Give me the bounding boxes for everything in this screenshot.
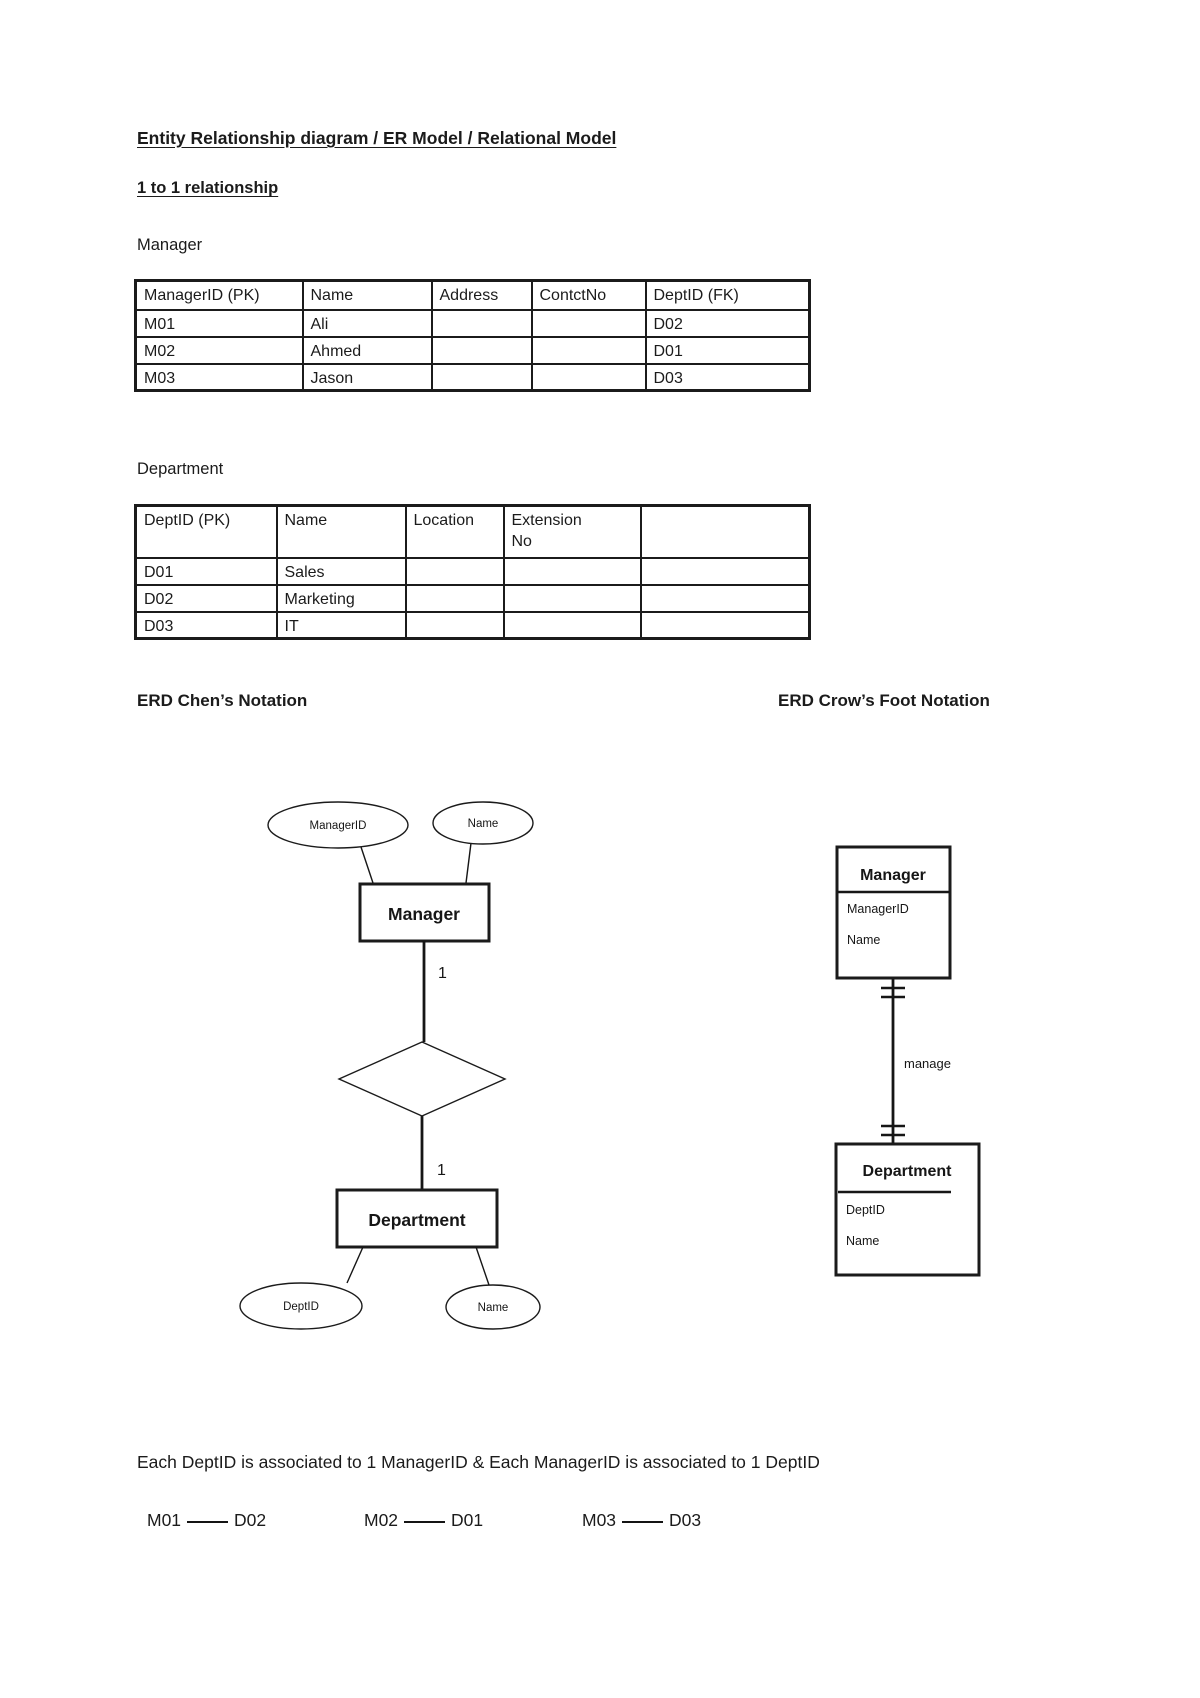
table-cell: M03 [134,362,304,392]
crow-department-attr-name: Name [846,1234,879,1248]
table-cell [502,610,642,640]
table-cell: M02 [134,335,304,365]
chen-notation-heading: ERD Chen’s Notation [137,691,308,710]
department-cardinality-label: 1 [437,1162,446,1179]
mapping-from-label: M03 [582,1510,617,1530]
managerid-attribute-label: ManagerID [310,820,367,832]
table-cell: Jason [301,362,433,392]
table-row: D01 Sales [134,556,811,586]
department-header-name: Name [275,504,407,559]
table-cell: D02 [644,308,811,338]
attribute-connector-line [360,846,374,884]
table-cell [639,610,811,640]
mapping-pair: M02 D01 [364,1510,483,1531]
mapping-pair: M01 D02 [147,1510,266,1531]
manager-header-managerid: ManagerID (PK) [134,279,304,311]
table-cell: IT [275,610,407,640]
department-header-deptid: DeptID (PK) [134,504,278,559]
manager-header-name: Name [301,279,433,311]
manager-table-header-row: ManagerID (PK) Name Address ContctNo Dep… [134,279,811,311]
manager-header-address: Address [430,279,533,311]
mapping-from-label: M02 [364,1510,399,1530]
department-table-header-row: DeptID (PK) Name Location ExtensionNo [134,504,811,559]
mapping-from-label: M01 [147,1510,182,1530]
department-table: DeptID (PK) Name Location ExtensionNo D0… [134,504,811,640]
name-attribute-ellipse [445,1284,541,1330]
table-cell: D03 [134,610,278,640]
name-attribute-ellipse [432,801,534,845]
table-row: D02 Marketing [134,583,811,613]
crow-manager-title: Manager [860,867,926,884]
mapping-line [187,1520,229,1523]
table-row: M01 Ali D02 [134,308,811,338]
manager-table-label: Manager [137,236,203,254]
department-header-extensionno: ExtensionNo [502,504,642,559]
table-cell [430,308,533,338]
mapping-pair: M03 D03 [582,1510,701,1531]
manager-header-deptid: DeptID (FK) [644,279,811,311]
attribute-connector-line [346,1246,364,1284]
attribute-connector-line [465,842,472,884]
crow-manager-box [835,845,952,980]
deptid-attribute-label: DeptID [283,1301,319,1313]
relationship-name-label: manage [904,1056,951,1071]
manager-header-contctno: ContctNo [530,279,647,311]
chen-diagram: ManagerID Name Manager 1 1 Department De… [239,801,541,1330]
crow-department-title: Department [863,1163,953,1180]
table-cell: Marketing [275,583,407,613]
department-entity-label: Department [368,1210,465,1230]
table-cell [404,610,505,640]
table-cell: Ahmed [301,335,433,365]
crow-department-attr-deptid: DeptID [846,1203,885,1217]
manager-entity-label: Manager [388,904,460,924]
table-cell [639,556,811,586]
mapping-to-label: D01 [451,1510,484,1530]
table-cell [502,556,642,586]
department-entity-box [335,1188,499,1249]
name-attribute-label: Name [468,818,499,830]
department-table-label: Department [137,460,224,478]
table-cell [404,556,505,586]
table-cell: D02 [134,583,278,613]
mapping-to-label: D02 [234,1510,267,1530]
table-cell: M01 [134,308,304,338]
manager-cardinality-label: 1 [438,965,447,982]
managerid-attribute-ellipse [267,801,409,849]
crow-manager-attr-managerid: ManagerID [847,902,909,916]
crow-department-box [834,1142,981,1277]
crow-foot-diagram: manage Manager ManagerID Name Department… [834,845,981,1277]
table-cell: Sales [275,556,407,586]
table-cell [530,308,647,338]
mapping-line [622,1520,664,1523]
summary-sentence: Each DeptID is associated to 1 ManagerID… [137,1452,820,1472]
table-cell: Ali [301,308,433,338]
table-cell [430,362,533,392]
table-cell [404,583,505,613]
crow-manager-attr-name: Name [847,933,880,947]
manager-table: ManagerID (PK) Name Address ContctNo Dep… [134,279,811,392]
table-cell [530,362,647,392]
department-header-empty [639,504,811,559]
table-row: M03 Jason D03 [134,362,811,392]
page-title: Entity Relationship diagram / ER Model /… [137,128,617,148]
department-header-location: Location [404,504,505,559]
table-cell [502,583,642,613]
mapping-to-label: D03 [669,1510,702,1530]
table-cell: D01 [134,556,278,586]
table-cell [430,335,533,365]
table-cell [639,583,811,613]
table-cell: D01 [644,335,811,365]
name-attribute-label: Name [478,1302,509,1314]
table-cell: D03 [644,362,811,392]
deptid-attribute-ellipse [239,1282,363,1330]
relationship-diamond [337,1041,507,1117]
relationship-type-heading: 1 to 1 relationship [137,179,279,197]
crow-notation-heading: ERD Crow’s Foot Notation [778,691,990,710]
table-cell [530,335,647,365]
table-row: M02 Ahmed D01 [134,335,811,365]
attribute-connector-line [475,1246,490,1286]
mapping-line [404,1520,446,1523]
table-row: D03 IT [134,610,811,640]
